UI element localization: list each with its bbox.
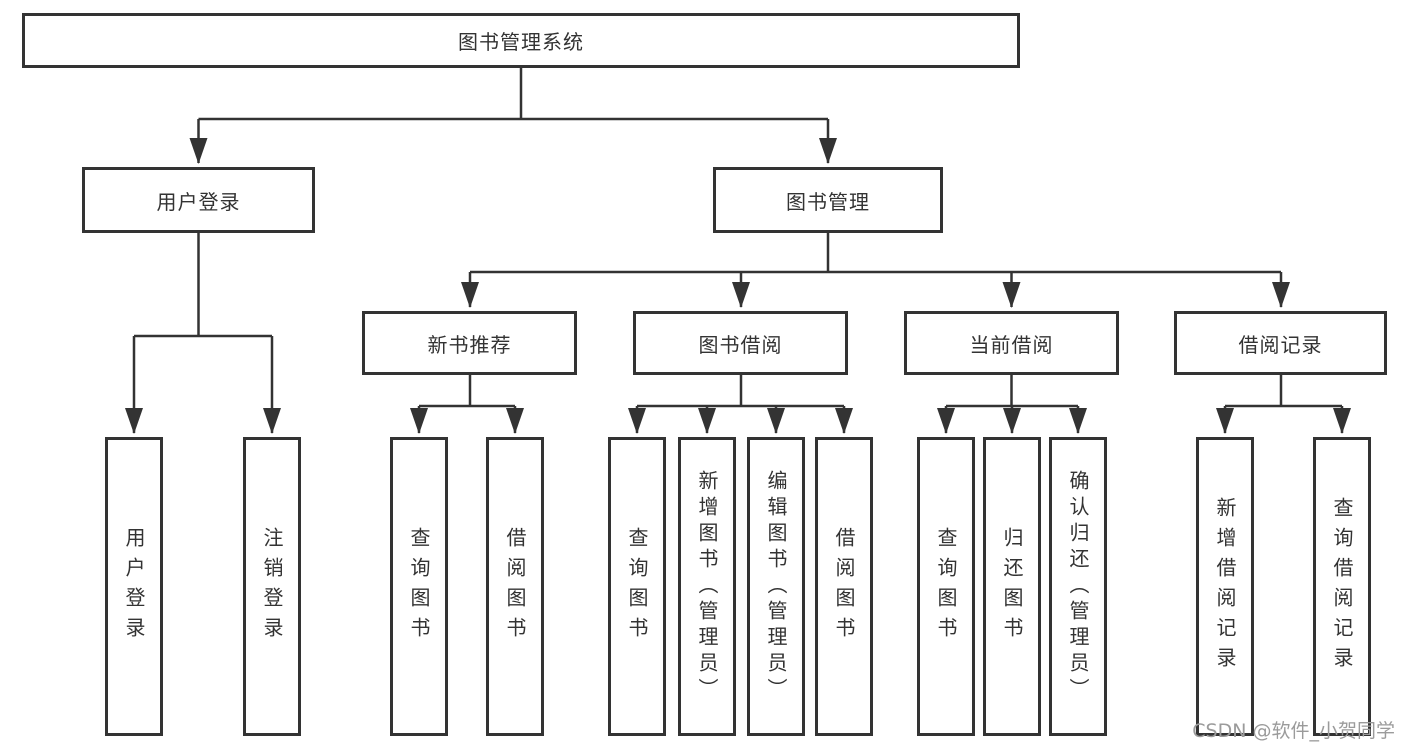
leaf-logout-label: 注销登录: [260, 526, 284, 647]
leaf-br-query-record-label: 查询借阅记录: [1330, 496, 1354, 677]
leaf-nbr-query-books: 查询图书: [390, 437, 448, 736]
node-current-borrow: 当前借阅: [904, 311, 1119, 375]
leaf-cb-return-books-label: 归还图书: [1000, 526, 1024, 647]
node-root: 图书管理系统: [22, 13, 1020, 68]
leaf-bb-borrow-books-label: 借阅图书: [832, 526, 856, 647]
node-new-book-rec-label: 新书推荐: [427, 332, 512, 357]
leaf-logout: 注销登录: [243, 437, 301, 736]
leaf-nbr-borrow-books-label: 借阅图书: [503, 526, 527, 647]
node-book-borrow: 图书借阅: [633, 311, 848, 375]
node-current-borrow-label: 当前借阅: [969, 332, 1054, 357]
leaf-bb-add-books-admin: 新增图书（管理员）: [678, 437, 736, 736]
leaf-bb-borrow-books: 借阅图书: [815, 437, 873, 736]
node-borrow-record-label: 借阅记录: [1238, 332, 1323, 357]
leaf-nbr-query-books-label: 查询图书: [407, 526, 431, 647]
node-root-label: 图书管理系统: [458, 30, 584, 54]
leaf-user-login-label: 用户登录: [122, 526, 146, 647]
leaf-bb-query-books-label: 查询图书: [625, 526, 649, 647]
node-user-login: 用户登录: [82, 167, 315, 233]
leaf-bb-edit-books-admin-label: 编辑图书（管理员）: [764, 469, 788, 704]
node-book-borrow-label: 图书借阅: [698, 332, 783, 357]
leaf-br-query-record: 查询借阅记录: [1313, 437, 1371, 736]
node-borrow-record: 借阅记录: [1174, 311, 1387, 375]
node-new-book-rec: 新书推荐: [362, 311, 577, 375]
leaf-cb-confirm-return-admin-label: 确认归还（管理员）: [1066, 469, 1090, 704]
leaf-cb-query-books-label: 查询图书: [934, 526, 958, 647]
leaf-cb-query-books: 查询图书: [917, 437, 975, 736]
watermark: CSDN @软件_小贺同学: [1192, 720, 1395, 742]
connector-segments: [125, 68, 1351, 434]
node-book-mgmt: 图书管理: [713, 167, 943, 233]
leaf-br-add-record-label: 新增借阅记录: [1213, 496, 1237, 677]
leaf-cb-confirm-return-admin: 确认归还（管理员）: [1049, 437, 1107, 736]
leaf-bb-edit-books-admin: 编辑图书（管理员）: [747, 437, 805, 736]
leaf-user-login: 用户登录: [105, 437, 163, 736]
leaf-cb-return-books: 归还图书: [983, 437, 1041, 736]
leaf-bb-add-books-admin-label: 新增图书（管理员）: [695, 469, 719, 704]
node-user-login-label: 用户登录: [156, 189, 241, 214]
leaf-nbr-borrow-books: 借阅图书: [486, 437, 544, 736]
leaf-bb-query-books: 查询图书: [608, 437, 666, 736]
node-book-mgmt-label: 图书管理: [786, 189, 870, 214]
leaf-br-add-record: 新增借阅记录: [1196, 437, 1254, 736]
